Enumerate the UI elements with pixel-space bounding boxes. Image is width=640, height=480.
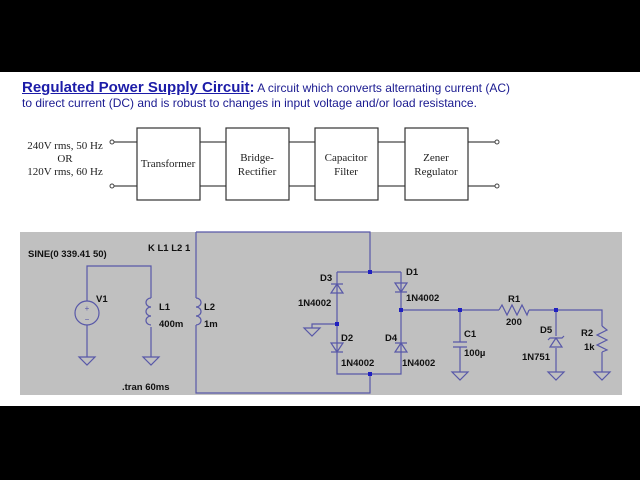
inductor-l2-icon (195, 297, 202, 326)
source-spec: SINE(0 339.41 50) (28, 249, 107, 260)
block-label: Transformer (141, 158, 196, 170)
ground-icon (450, 371, 612, 381)
l1-value: 400m (159, 319, 183, 330)
slide: Regulated Power Supply Circuit: A circui… (0, 72, 640, 406)
d1-value: 1N4002 (406, 293, 439, 304)
input-terminal-icon (109, 139, 115, 145)
block-label: Filter (334, 166, 358, 178)
title-line2: to direct current (DC) and is robust to … (22, 96, 477, 110)
block-label: Zener (423, 152, 449, 164)
sim-directive: .tran 60ms (122, 382, 170, 393)
title-heading: Regulated Power Supply Circuit (22, 79, 250, 96)
block-diagram: 240V rms, 50 Hz OR 120V rms, 60 Hz Trans… (27, 127, 500, 201)
diode-d2-icon (329, 342, 345, 354)
r2-value: 1k (584, 342, 595, 353)
d3-value: 1N4002 (298, 298, 331, 309)
zener-d5-icon (547, 335, 565, 348)
diode-d3-icon (329, 282, 345, 294)
voltage-source-icon (74, 300, 100, 326)
block-transformer (136, 127, 201, 201)
block-label: Regulator (414, 166, 458, 178)
block-label: Bridge- (240, 152, 274, 164)
l2-value: 1m (204, 319, 218, 330)
c1-label: C1 (464, 329, 477, 340)
block-zener-regulator (404, 127, 469, 201)
r1-label: R1 (508, 294, 521, 305)
svg-text:−: − (85, 315, 90, 324)
d3-label: D3 (320, 273, 332, 284)
slide-title: Regulated Power Supply Circuit: A circui… (22, 79, 510, 110)
block-label: Rectifier (238, 166, 277, 178)
c1-value: 100µ (464, 348, 485, 359)
block-capacitor-filter (314, 127, 379, 201)
d2-value: 1N4002 (341, 358, 374, 369)
r2-label: R2 (581, 328, 593, 339)
output-terminal-icon (494, 183, 500, 189)
l1-label: L1 (159, 302, 171, 313)
d5-value: 1N751 (522, 352, 551, 363)
input-terminal-icon (109, 183, 115, 189)
d4-label: D4 (385, 333, 398, 344)
r1-value: 200 (506, 317, 522, 328)
input-label-1: 240V rms, 50 Hz (27, 140, 103, 152)
svg-text:+: + (85, 304, 90, 313)
title-line1: A circuit which converts alternating cur… (254, 81, 510, 95)
resistor-r2-icon (595, 325, 609, 353)
ground-icon (302, 327, 322, 337)
schematic: SINE(0 339.41 50) K L1 L2 1 .tran 60ms +… (20, 231, 622, 395)
l2-label: L2 (204, 302, 215, 313)
schematic-background (20, 232, 622, 395)
output-terminal-icon (494, 139, 500, 145)
diode-d4-icon (393, 341, 409, 353)
input-label-or: OR (57, 153, 73, 165)
diagrams: 240V rms, 50 Hz OR 120V rms, 60 Hz Trans… (20, 127, 622, 395)
input-label-2: 120V rms, 60 Hz (27, 166, 103, 178)
d4-value: 1N4002 (402, 358, 435, 369)
block-bridge-rectifier (225, 127, 290, 201)
d2-label: D2 (341, 333, 353, 344)
v1-label: V1 (96, 294, 108, 305)
diode-d1-icon (393, 282, 409, 294)
d1-label: D1 (406, 267, 419, 278)
ground-icon (77, 356, 161, 366)
coupling-directive: K L1 L2 1 (148, 243, 191, 254)
capacitor-c1-icon (453, 341, 467, 348)
block-label: Capacitor (325, 152, 368, 164)
d5-label: D5 (540, 325, 553, 336)
inductor-l1-icon (145, 297, 152, 326)
resistor-r1-icon (498, 303, 530, 317)
